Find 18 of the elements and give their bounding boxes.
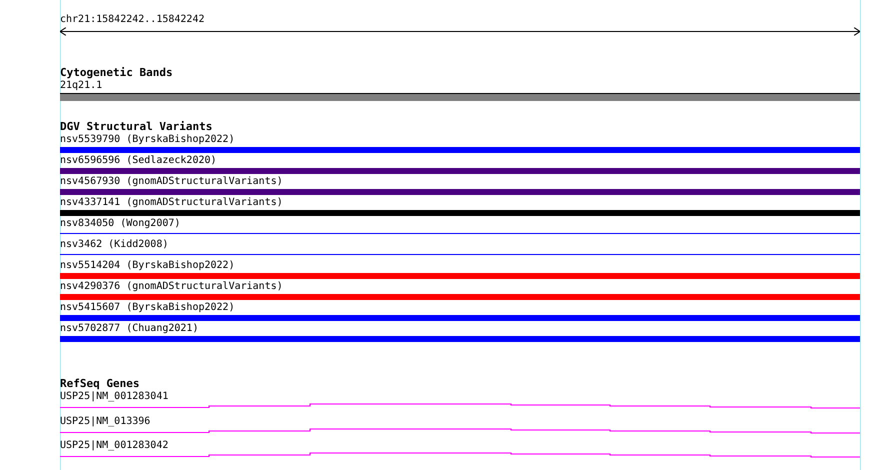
variant-label: nsv5539790 (ByrskaBishop2022) bbox=[60, 134, 235, 146]
band-label: 21q21.1 bbox=[60, 80, 102, 92]
track-heading: RefSeq Genes bbox=[60, 378, 140, 390]
variant-label: nsv5702877 (Chuang2021) bbox=[60, 323, 198, 335]
variant-label: nsv3462 (Kidd2008) bbox=[60, 239, 168, 251]
variant-label: nsv4567930 (gnomADStructuralVariants) bbox=[60, 176, 283, 188]
transcript-label: USP25|NM_001283041 bbox=[60, 391, 168, 403]
variant-label: nsv4337141 (gnomADStructuralVariants) bbox=[60, 197, 283, 209]
variant-label: nsv4290376 (gnomADStructuralVariants) bbox=[60, 281, 283, 293]
variant-label: nsv6596596 (Sedlazeck2020) bbox=[60, 155, 217, 167]
track-heading: Cytogenetic Bands bbox=[60, 67, 173, 79]
transcript-label: USP25|NM_013396 bbox=[60, 416, 150, 428]
transcript-label: USP25|NM_001283042 bbox=[60, 440, 168, 452]
variant-label: nsv834050 (Wong2007) bbox=[60, 218, 180, 230]
track-heading: DGV Structural Variants bbox=[60, 121, 212, 133]
variant-label: nsv5514204 (ByrskaBishop2022) bbox=[60, 260, 235, 272]
coordinate-label: chr21:15842242..15842242 bbox=[60, 14, 204, 26]
variant-label: nsv5415607 (ByrskaBishop2022) bbox=[60, 302, 235, 314]
